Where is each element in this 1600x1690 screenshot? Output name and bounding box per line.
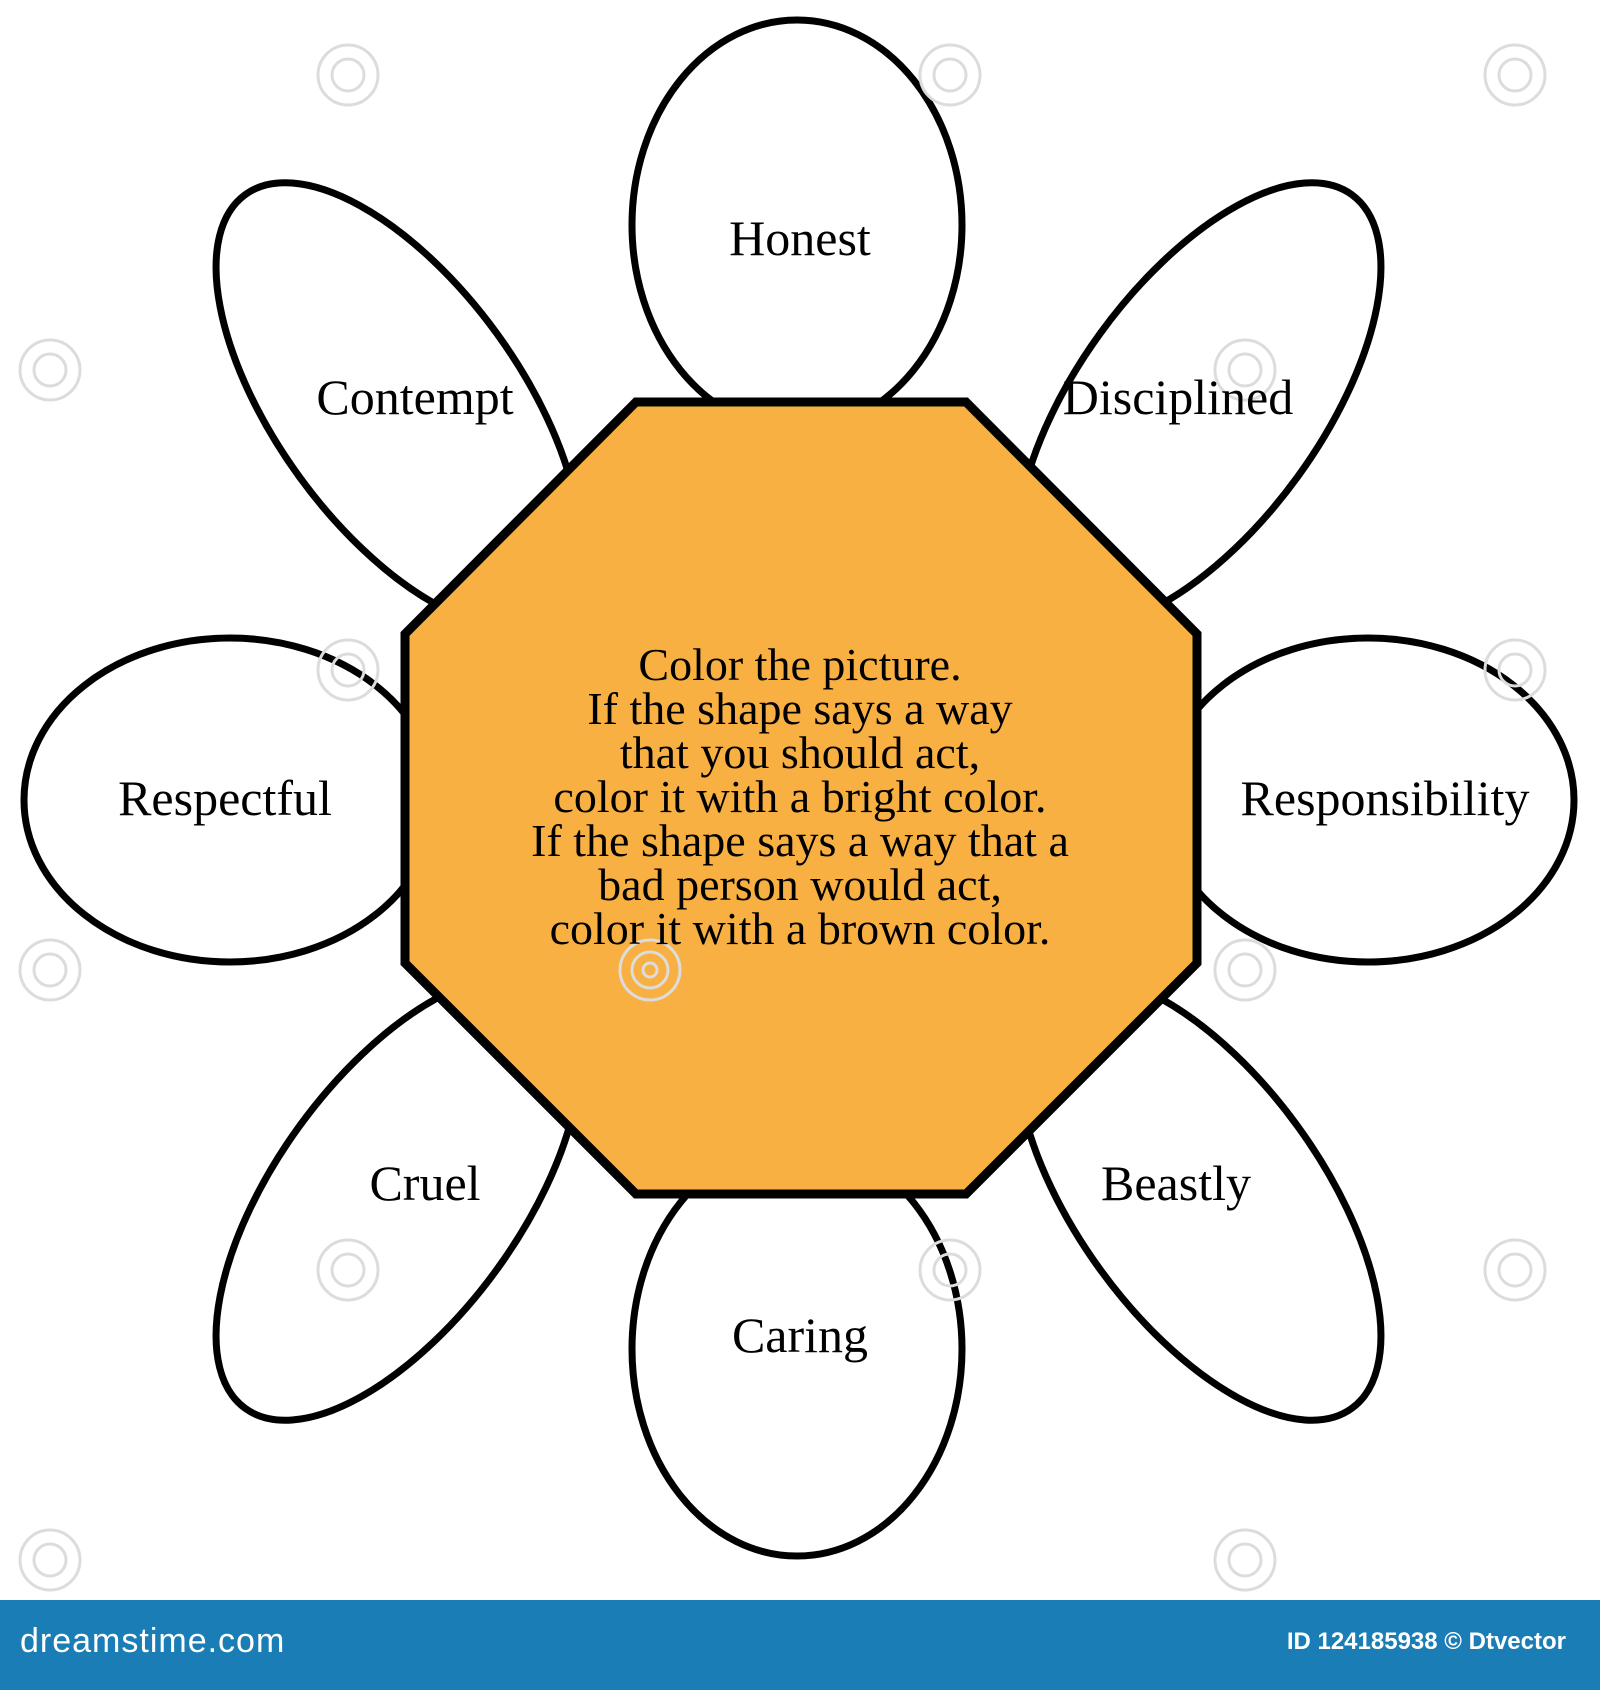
center-text-line: Color the picture. — [638, 639, 961, 690]
petal-label-top-right: Disciplined — [1063, 369, 1294, 425]
petal-label-bottom: Caring — [732, 1307, 868, 1363]
center-text-line: If the shape says a way that a — [531, 815, 1069, 866]
footer-credit: ID 124185938 © Dtvector — [1286, 1628, 1566, 1655]
petal-diagram: Honest Disciplined Responsibility Beastl… — [18, 16, 1578, 1592]
center-text-line: bad person would act, — [598, 859, 1002, 910]
petal-label-left: Respectful — [118, 770, 332, 826]
petal-label-top-left: Contempt — [316, 369, 513, 425]
center-octagon — [400, 397, 1202, 1199]
footer-logo[interactable]: dreamstime.com — [20, 1622, 286, 1660]
footer-bar: dreamstime.com ID 124185938 © Dtvector — [0, 1600, 1600, 1690]
watermark — [18, 43, 1547, 1592]
center-instructions: Color the picture. If the shape says a w… — [531, 639, 1069, 954]
petal-label-bottom-right: Beastly — [1101, 1155, 1251, 1211]
petal-label-top: Honest — [729, 210, 871, 266]
petal-label-bottom-left: Cruel — [369, 1155, 480, 1211]
center-text-line: If the shape says a way — [587, 683, 1012, 734]
center-text-line: that you should act, — [620, 727, 980, 778]
center-text-line: color it with a bright color. — [553, 771, 1046, 822]
center-text-line: color it with a brown color. — [550, 903, 1051, 954]
petal-label-right: Responsibility — [1241, 770, 1530, 826]
